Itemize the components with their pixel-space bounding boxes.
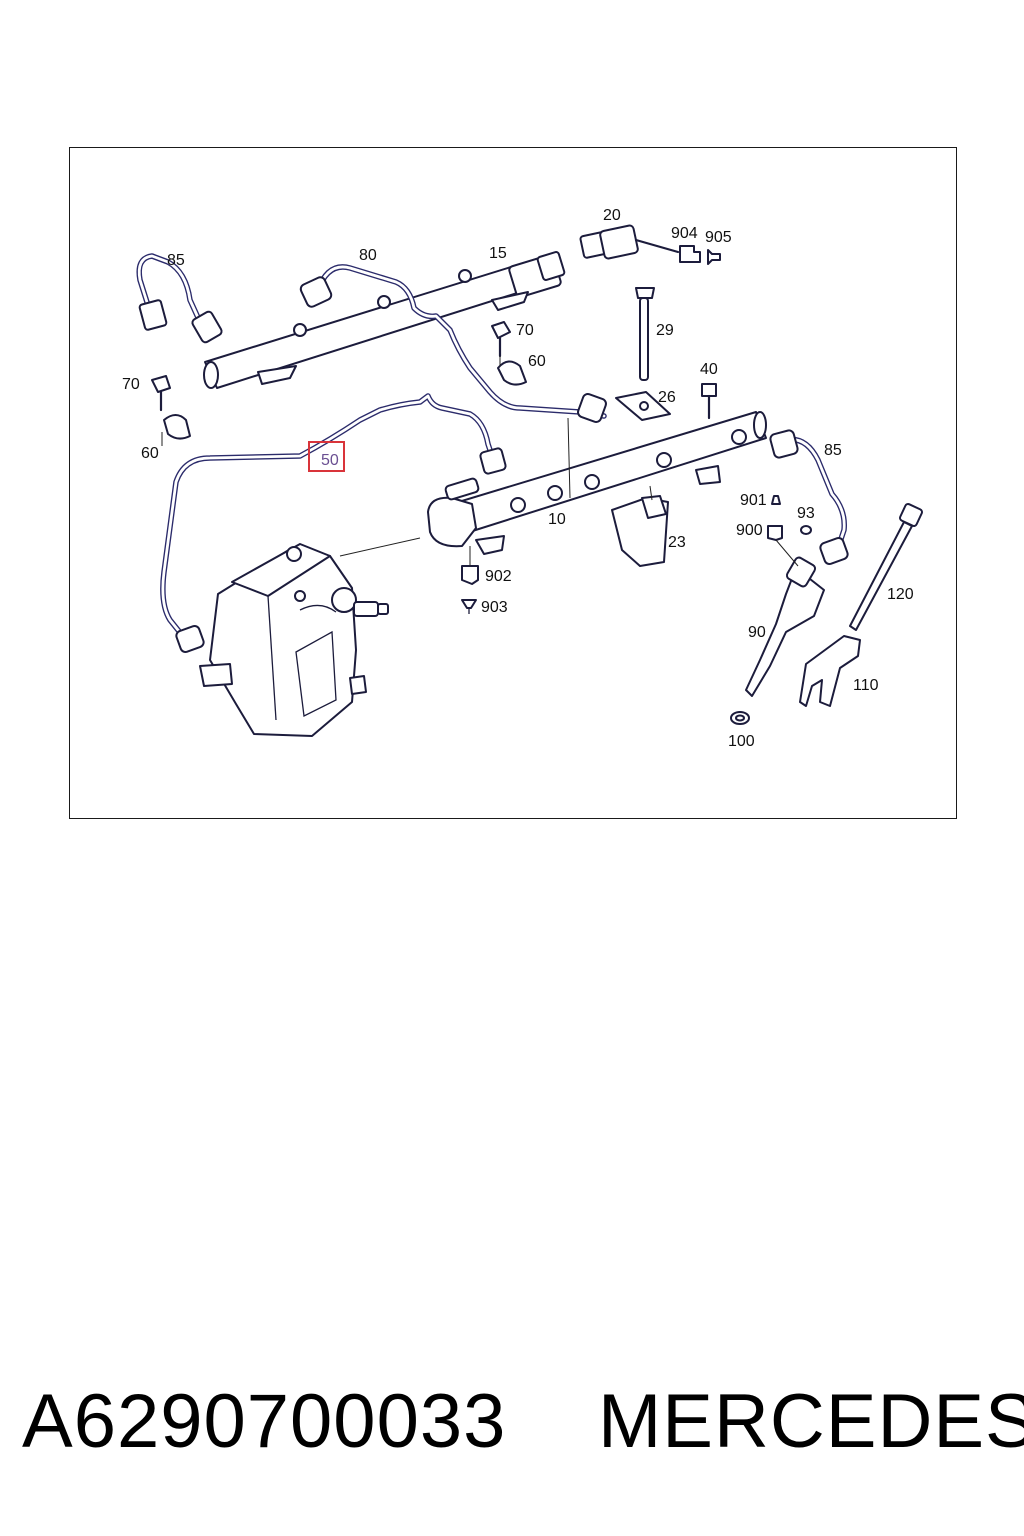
callout-10: 10 (548, 511, 566, 528)
callout-60-left: 60 (141, 445, 159, 462)
callout-100: 100 (728, 733, 755, 750)
part-number: A6290700033 (22, 1379, 507, 1464)
leader-lines (161, 356, 799, 567)
callout-903: 903 (481, 599, 508, 616)
callout-50-highlight (308, 441, 345, 472)
callout-29: 29 (656, 322, 674, 339)
callout-70-center: 70 (516, 322, 534, 339)
callout-85-upper: 85 (167, 252, 185, 269)
bolt-70-left (151, 375, 191, 440)
callout-90: 90 (748, 624, 766, 641)
caption: A6290700033 MERCEDES (0, 1372, 1024, 1472)
pressure-sensor-20 (579, 224, 721, 265)
callout-70-left: 70 (122, 376, 140, 393)
lower-fuel-rail (427, 411, 767, 555)
callout-902: 902 (485, 568, 512, 585)
callout-40: 40 (700, 361, 718, 378)
callout-85-right: 85 (824, 442, 842, 459)
callout-905: 905 (705, 229, 732, 246)
callout-labels: 20 904 905 85 80 15 70 29 60 40 70 26 60… (122, 207, 914, 750)
brand-name: MERCEDES (598, 1379, 1024, 1464)
callout-20: 20 (603, 207, 621, 224)
bolt-70-center (491, 321, 527, 386)
callout-80: 80 (359, 247, 377, 264)
callout-23: 23 (668, 534, 686, 551)
pipe-80 (299, 264, 607, 423)
callout-110: 110 (853, 677, 879, 694)
injector-90 (730, 556, 825, 725)
callout-15: 15 (489, 245, 507, 262)
bolt-29 (615, 287, 671, 421)
bracket-23 (611, 495, 669, 567)
connector-900-901 (767, 495, 812, 541)
bolt-40 (701, 383, 717, 420)
high-pressure-pump (199, 543, 389, 737)
diagram-frame (69, 147, 957, 819)
upper-fuel-rail (203, 251, 566, 389)
callout-900: 900 (736, 522, 763, 539)
callout-50: 50 (321, 452, 339, 469)
callout-120: 120 (887, 586, 914, 603)
callout-26: 26 (658, 389, 676, 406)
callout-93: 93 (797, 505, 815, 522)
connector-902-903 (461, 565, 479, 614)
pipe-85-right (769, 429, 849, 566)
pipe-50 (160, 393, 507, 654)
clamp-110 (799, 635, 861, 707)
callout-904: 904 (671, 225, 698, 242)
callout-60-center: 60 (528, 353, 546, 370)
callout-901: 901 (740, 492, 767, 509)
bolt-120 (849, 503, 923, 631)
pipe-85-upper (136, 253, 223, 344)
